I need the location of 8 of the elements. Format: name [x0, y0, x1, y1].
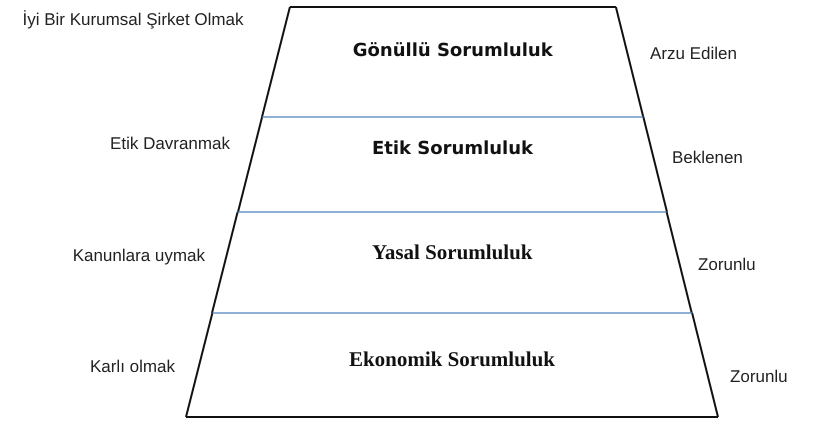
obligation-level: Beklenen — [672, 147, 743, 169]
obligation-level: Zorunlu — [698, 254, 756, 276]
layer-description: Etik Davranmak — [109, 133, 230, 155]
obligation-level: Zorunlu — [730, 366, 788, 388]
layer-description: Kanunlara uymak — [72, 245, 205, 267]
obligation-level: Arzu Edilen — [650, 43, 737, 65]
layer-description: Karlı olmak — [88, 356, 175, 378]
layer-description: İyi Bir Kurumsal Şirket Olmak — [21, 9, 245, 31]
